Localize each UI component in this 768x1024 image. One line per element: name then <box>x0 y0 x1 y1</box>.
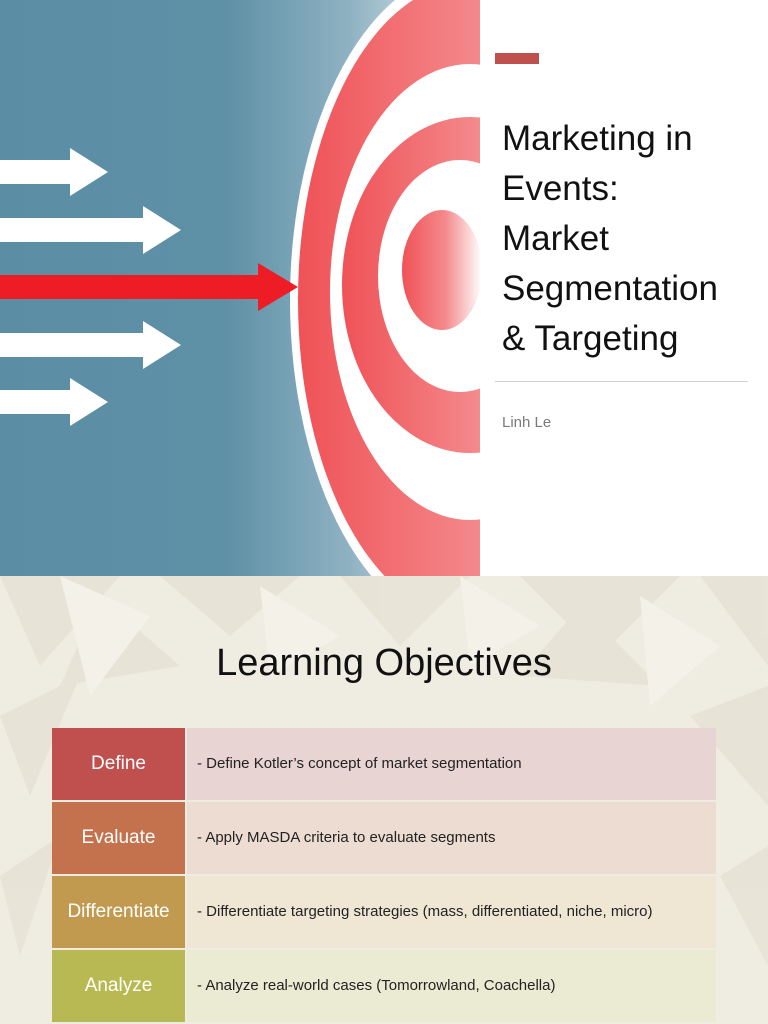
objective-label: Analyze <box>52 950 185 1022</box>
objective-description: - Analyze real-world cases (Tomorrowland… <box>187 950 716 1022</box>
objective-description: - Apply MASDA criteria to evaluate segme… <box>187 802 716 874</box>
objective-description: - Define Kotler’s concept of market segm… <box>187 728 716 800</box>
accent-bar <box>495 53 539 64</box>
title-line: Events: <box>502 169 619 208</box>
arrow-icon <box>0 378 108 426</box>
author-name: Linh Le <box>502 414 552 431</box>
title-line: Market <box>502 219 609 258</box>
objective-row: Differentiate - Differentiate targeting … <box>52 876 716 948</box>
objective-label: Evaluate <box>52 802 185 874</box>
target-icon <box>290 0 768 576</box>
divider <box>495 381 748 382</box>
objective-row: Define - Define Kotler’s concept of mark… <box>52 728 716 800</box>
target-graphic <box>0 0 768 576</box>
slide-title: Marketing in Events: Market Segmentation… <box>502 114 762 364</box>
title-slide: Marketing in Events: Market Segmentation… <box>0 0 768 576</box>
arrow-icon <box>0 206 181 254</box>
objective-description: - Differentiate targeting strategies (ma… <box>187 876 716 948</box>
objective-label: Differentiate <box>52 876 185 948</box>
objectives-list: Define - Define Kotler’s concept of mark… <box>52 728 716 1024</box>
title-line: Segmentation <box>502 269 718 308</box>
objectives-slide: Learning Objectives Define - Define Kotl… <box>0 576 768 1024</box>
title-line: Marketing in <box>502 119 693 158</box>
title-line: & Targeting <box>502 319 679 358</box>
faceted-background-pattern <box>0 576 768 966</box>
arrow-icon <box>0 321 181 369</box>
objective-row: Evaluate - Apply MASDA criteria to evalu… <box>52 802 716 874</box>
objective-row: Analyze - Analyze real-world cases (Tomo… <box>52 950 716 1022</box>
objective-label: Define <box>52 728 185 800</box>
arrow-icon <box>0 148 108 196</box>
arrow-icon <box>0 263 298 311</box>
slide-title: Learning Objectives <box>216 642 552 684</box>
